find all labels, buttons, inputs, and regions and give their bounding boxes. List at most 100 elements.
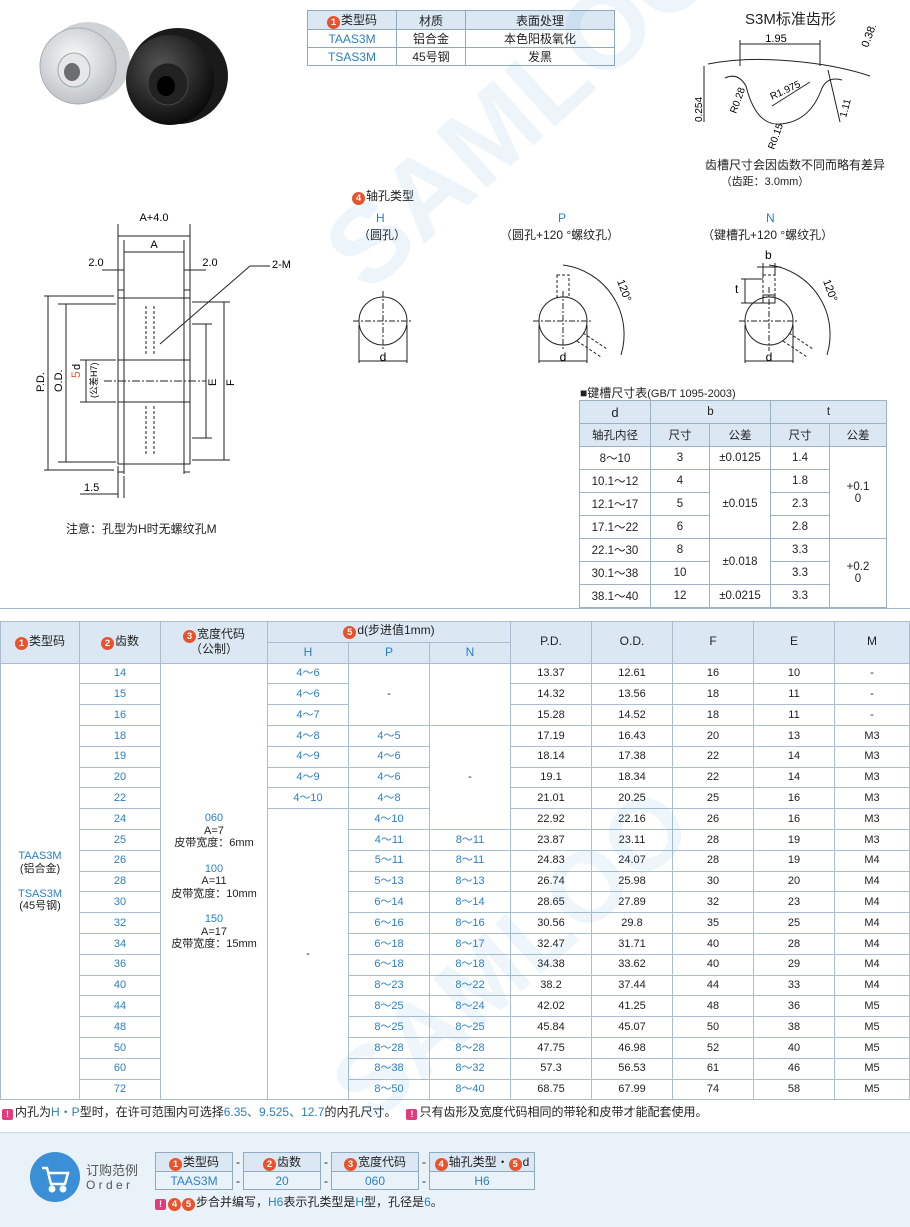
table-cell: 16 <box>753 787 835 810</box>
keyway-cell: ±0.015 <box>709 469 771 539</box>
table-cell: M4 <box>834 870 910 893</box>
table-cell: 6～18 <box>348 953 430 976</box>
table-cell: 40 <box>79 974 161 997</box>
header-f: F <box>672 621 754 664</box>
table-cell: 60 <box>79 1057 161 1080</box>
dim-pd: P.D. <box>35 372 47 392</box>
table-cell: 19.1 <box>510 766 592 789</box>
keyway-cell: 3.3 <box>770 538 830 562</box>
table-cell: 48 <box>79 1016 161 1038</box>
table-cell: 4～6 <box>348 766 430 789</box>
product-photo <box>39 22 228 125</box>
table-cell: 6～16 <box>348 912 430 934</box>
table-cell: M3 <box>834 828 910 851</box>
table-cell: 8～25 <box>348 995 430 1018</box>
keyway-cell: 4 <box>650 469 710 493</box>
table-cell: 8～50 <box>348 1078 430 1101</box>
table-cell: M5 <box>834 995 910 1018</box>
table-cell: 14 <box>79 662 161 685</box>
table-cell: 38 <box>753 1016 835 1038</box>
table-cell: 4～10 <box>348 808 430 830</box>
table-cell: 28 <box>672 849 754 872</box>
table-cell: 23 <box>753 891 835 914</box>
table-cell: 11 <box>753 683 835 706</box>
header-n: N <box>429 641 511 664</box>
table-cell: M3 <box>834 766 910 789</box>
table-cell: 31.71 <box>591 932 673 955</box>
table-cell: 29 <box>753 953 835 976</box>
table-cell: 52 <box>672 1036 754 1059</box>
table-cell: 5～11 <box>348 849 430 872</box>
keyway-header-t-size: 尺寸 <box>770 423 830 447</box>
dim-r015: R0.15 <box>766 122 786 151</box>
order-v-width: 060 <box>331 1171 419 1190</box>
dim-d-p: d <box>560 350 567 364</box>
keyway-header-b-size: 尺寸 <box>650 423 710 447</box>
table-cell: M4 <box>834 974 910 997</box>
order-sep: - <box>324 1173 328 1188</box>
table-cell: 4～8 <box>267 724 349 747</box>
table-cell: 8～40 <box>429 1078 511 1101</box>
keyway-title: ■键槽尺寸表(GB/T 1095-2003) <box>580 386 736 400</box>
table-cell: 18.14 <box>510 745 592 768</box>
dim-tip: 0.381 <box>860 26 881 49</box>
table-cell: 20 <box>672 724 754 747</box>
table-cell: 28 <box>753 932 835 955</box>
order-title: 订购范例 <box>86 1163 139 1178</box>
table-cell: 26 <box>672 808 754 830</box>
dim-111: 1.11 <box>838 97 854 118</box>
dim-0254: 0.254 <box>694 97 705 122</box>
table-cell: 46.98 <box>591 1036 673 1059</box>
table-cell: 19 <box>79 745 161 768</box>
keyway-cell: ±0.0125 <box>709 446 771 470</box>
header-pd: P.D. <box>510 621 592 664</box>
table-cell: 40 <box>753 1036 835 1059</box>
table-cell: 58 <box>753 1078 835 1101</box>
dim-od: O.D. <box>53 369 65 392</box>
dim-r028: R0.28 <box>728 86 748 115</box>
table-cell: M4 <box>834 932 910 955</box>
table-cell <box>429 662 511 726</box>
table-cell: 21.01 <box>510 787 592 810</box>
header-material: 材质 <box>396 10 466 30</box>
table-cell: 4～9 <box>267 745 349 768</box>
label-2m: 2-M <box>272 259 291 271</box>
table-cell: 24 <box>79 808 161 830</box>
table-cell: 47.75 <box>510 1036 592 1059</box>
table-cell: 4～6 <box>348 745 430 768</box>
table-cell: M3 <box>834 745 910 768</box>
table-cell: 28.65 <box>510 891 592 914</box>
table-cell: 22 <box>672 766 754 789</box>
table-cell: 16 <box>79 704 161 726</box>
table-cell: - <box>834 683 910 706</box>
dim-d-h: d <box>380 350 387 364</box>
table-cell: TAAS3M(铝合金)TSAS3M(45号钢) <box>0 662 80 1101</box>
table-cell: 36 <box>79 953 161 976</box>
table-cell: 4～9 <box>267 766 349 789</box>
dim-r1975: R1.975 <box>769 79 803 103</box>
table-cell: 50 <box>79 1036 161 1059</box>
table-cell: 8～22 <box>429 974 511 997</box>
table-cell: 15.28 <box>510 704 592 726</box>
keyway-cell: 2.3 <box>770 492 830 516</box>
dim-e: E <box>207 379 219 386</box>
table-cell: 17.19 <box>510 724 592 747</box>
keyway-cell: 3.3 <box>770 584 830 608</box>
bore-type-h-desc: （圆孔） <box>358 228 407 242</box>
table-cell: 8～25 <box>348 1016 430 1038</box>
keyway-cell: 8 <box>650 538 710 562</box>
bore-type-h: H <box>376 211 385 225</box>
angle-p: 120° <box>614 278 633 303</box>
keyway-cell: 8～10 <box>579 446 651 470</box>
table-cell: 8～18 <box>429 953 511 976</box>
table-cell: M5 <box>834 1078 910 1101</box>
table-cell: M4 <box>834 953 910 976</box>
